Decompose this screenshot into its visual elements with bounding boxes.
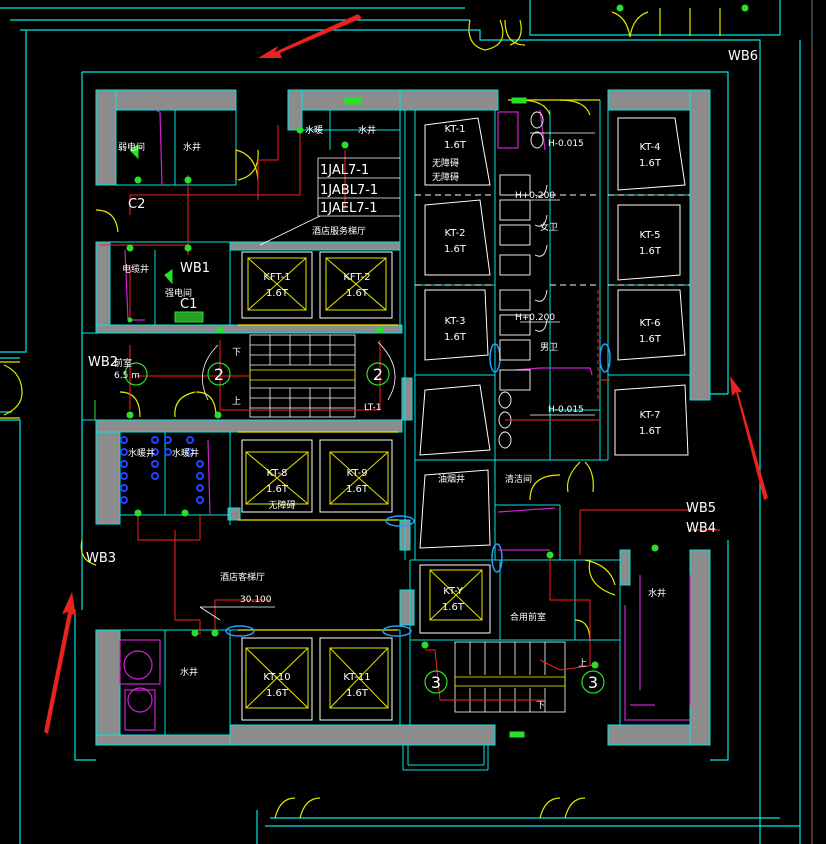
wb1-label: WB1 xyxy=(180,261,210,276)
down-label-b: 下 xyxy=(536,701,545,711)
door-ellipses xyxy=(225,343,611,637)
text-labels: WB6 WB5 WB4 WB3 WB2 WB1 1JAL7-1 1JABL7-1… xyxy=(86,49,758,711)
elevator-load-kt3: 1.6T xyxy=(444,332,467,343)
elevator-name-kt2: KT-2 xyxy=(445,228,466,239)
up-label-b: 上 xyxy=(578,658,587,669)
elevator-load-kt10: 1.6T xyxy=(266,688,289,699)
room-guest-hall: 酒店客梯厅 xyxy=(220,571,265,583)
hvac-dots xyxy=(120,436,204,504)
elevator-cars xyxy=(245,257,483,709)
stair-1 xyxy=(249,334,356,418)
down-label-a: 下 xyxy=(232,348,241,358)
elevator-load-kft2: 1.6T xyxy=(346,288,369,299)
room-water-well-b: 水井 xyxy=(358,124,376,136)
elevator-name-kt7: KT-7 xyxy=(640,410,661,421)
walls xyxy=(95,89,711,746)
elevator-load-kt6: 1.6T xyxy=(639,334,662,345)
freight-car-outlines xyxy=(419,117,689,549)
room-oil-well: 油烟井 xyxy=(438,473,465,485)
elevator-name-kt11: KT-11 xyxy=(343,672,370,683)
panel-label-2: 1JABL7-1 xyxy=(320,183,378,198)
stair-number-b: 2 xyxy=(373,365,383,384)
stair-numbers: 2 2 3 3 xyxy=(214,365,598,692)
elevator-load-kt2: 1.6T xyxy=(444,244,467,255)
room-strong-current: 强电间 xyxy=(165,287,192,299)
wb4-label: WB4 xyxy=(686,521,716,536)
elevator-load-kt7: 1.6T xyxy=(639,426,662,437)
elevator-name-kt6: KT-6 xyxy=(640,318,661,329)
elevator-name-kt10: KT-10 xyxy=(263,672,290,683)
green-devices xyxy=(94,4,749,738)
room-female-wc: 女卫 xyxy=(540,221,558,233)
elevator-load-kt4: 1.6T xyxy=(639,158,662,169)
room-male-wc: 男卫 xyxy=(540,342,558,353)
elevator-name-kt9: KT-9 xyxy=(347,468,368,479)
elevator-load-kt1: 1.6T xyxy=(444,140,467,151)
wb2-label: WB2 xyxy=(88,355,118,370)
stair-number-d: 3 xyxy=(588,673,598,692)
room-electric-well: 电缆井 xyxy=(122,263,149,275)
room-no-barrier-1: 无障碍 xyxy=(432,157,459,169)
annotation-arrows xyxy=(44,14,768,734)
room-hvac-well-a: 水暖井 xyxy=(128,447,155,459)
elevator-shafts xyxy=(241,251,491,721)
elevator-name-kt5: KT-5 xyxy=(640,230,661,241)
elevation-label: 30.100 xyxy=(240,595,272,605)
stair-2 xyxy=(454,641,566,713)
elevator-name-kty: KT-Y xyxy=(443,586,463,597)
elevator-load-kt9: 1.6T xyxy=(346,484,369,495)
room-front: 前室 xyxy=(114,357,132,369)
wb6-label: WB6 xyxy=(728,49,758,64)
panel-label-1: 1JAL7-1 xyxy=(320,163,369,178)
room-weak-current: 弱电间 xyxy=(118,141,145,153)
elevator-name-kt1: KT-1 xyxy=(445,124,466,135)
lt1-label: LT-1 xyxy=(364,403,381,413)
elevator-load-kty: 1.6T xyxy=(442,602,465,613)
elevator-load-kt11: 1.6T xyxy=(346,688,369,699)
elevator-name-kft2: KFT-2 xyxy=(343,272,370,283)
room-water-well-d: 水井 xyxy=(648,587,666,599)
elevator-load-kft1: 1.6T xyxy=(266,288,289,299)
elevator-name-kt3: KT-3 xyxy=(445,316,466,327)
room-cleaning: 清洁间 xyxy=(505,473,532,485)
c2-label: C2 xyxy=(128,197,145,212)
stair-markers xyxy=(124,362,605,694)
electrical-wiring xyxy=(100,125,720,701)
elevator-name-kt4: KT-4 xyxy=(640,142,661,153)
room-hvac-small: 水暖 xyxy=(305,124,323,136)
stair-number-a: 2 xyxy=(214,365,224,384)
room-water-well-a: 水井 xyxy=(183,141,201,153)
panel-label-3: 1JAEL7-1 xyxy=(320,201,377,216)
room-shared-front: 合用前室 xyxy=(510,611,546,623)
room-no-barrier-2: 无障碍 xyxy=(432,171,459,183)
elevator-labels: KFT-1 1.6T KFT-2 1.6T KT-8 1.6T 无障碍 KT-9… xyxy=(263,124,662,699)
dashed-lines xyxy=(415,194,690,286)
elevator-load-kt5: 1.6T xyxy=(639,246,662,257)
room-water-well-c: 水井 xyxy=(180,666,198,678)
h200-label-b: H+0.200 xyxy=(515,313,555,323)
stair-arcs xyxy=(199,132,595,621)
h015-label-a: H-0.015 xyxy=(548,139,584,149)
c1-label: C1 xyxy=(180,297,197,312)
h015-label-b: H-0.015 xyxy=(548,405,584,415)
room-service-hall: 酒店服务梯厅 xyxy=(312,225,366,237)
room-hvac-well-b: 水暖井 xyxy=(172,447,199,459)
wb5-label: WB5 xyxy=(686,501,716,516)
elevator-note-kt8: 无障碍 xyxy=(268,499,295,511)
elevator-name-kt8: KT-8 xyxy=(267,468,288,479)
elevator-load-kt8: 1.6T xyxy=(266,484,289,495)
elevator-name-kft1: KFT-1 xyxy=(263,272,290,283)
h200-label-a: H+0.200 xyxy=(515,191,555,201)
wb2-level: 6.5 m xyxy=(114,371,140,381)
stair-number-c: 3 xyxy=(431,673,441,692)
up-label-a: 上 xyxy=(232,396,241,407)
wb3-label: WB3 xyxy=(86,551,116,566)
toilet-fixtures xyxy=(498,111,548,449)
